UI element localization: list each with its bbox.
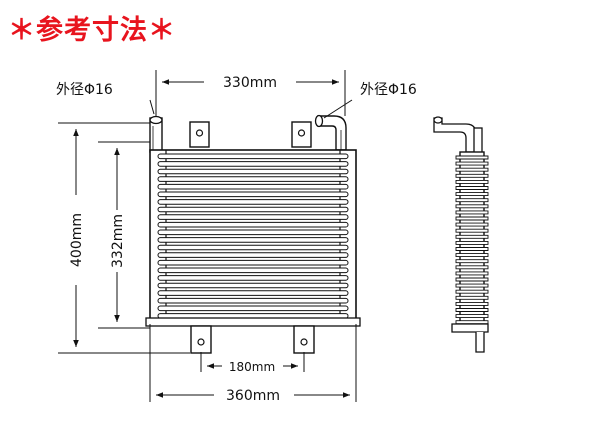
side-fin	[455, 216, 489, 221]
side-fin	[455, 247, 489, 251]
side-fin	[455, 295, 489, 300]
dimension-labels: 外径Φ16 外径Φ16 330mm 400mm 332mm 180mm 360m…	[56, 75, 417, 404]
side-fin	[455, 240, 489, 245]
side-fin	[455, 320, 489, 325]
side-fin	[455, 271, 489, 276]
top-mount-bracket-right	[291, 121, 312, 148]
side-fin	[455, 314, 489, 319]
side-fin	[455, 277, 489, 282]
core-tube	[157, 161, 349, 167]
outlet-pipe-right	[314, 114, 347, 151]
top-mount-bracket-left	[189, 121, 210, 148]
core-tube	[157, 153, 349, 160]
core-tube	[157, 229, 349, 236]
core-tube	[157, 183, 349, 190]
side-fin	[455, 289, 489, 294]
side-fin	[455, 155, 489, 160]
side-fin	[455, 228, 489, 233]
core-height-label: 332mm	[110, 214, 126, 268]
inlet-left-diameter-label: 外径Φ16	[56, 82, 113, 98]
side-fin	[455, 186, 489, 190]
core-tube	[157, 244, 349, 251]
side-fin	[455, 234, 489, 239]
side-fin	[455, 265, 489, 270]
side-fin	[455, 259, 489, 264]
side-fin	[455, 222, 489, 227]
core-tube	[157, 221, 349, 228]
overall-width-label: 360mm	[226, 388, 280, 404]
core-tube	[157, 176, 349, 182]
side-fin	[455, 253, 489, 258]
core-tube	[157, 267, 349, 274]
dimension-lines	[58, 70, 357, 402]
core-tube	[157, 214, 349, 220]
overall-height-label: 400mm	[69, 213, 85, 267]
core-tube	[157, 275, 349, 281]
front-view	[145, 114, 361, 354]
core-tube	[157, 305, 349, 312]
core-tube	[157, 168, 349, 175]
core-tube	[157, 282, 349, 289]
mount-spacing-label: 180mm	[229, 360, 275, 374]
side-fin	[455, 161, 489, 166]
side-fin	[455, 192, 489, 197]
side-view	[433, 116, 489, 353]
side-fin	[455, 198, 489, 203]
core-tube	[157, 290, 349, 296]
side-fin	[455, 204, 489, 209]
bottom-mount-bracket-left	[190, 325, 212, 354]
core-tube	[157, 191, 349, 198]
side-fin	[455, 173, 489, 178]
side-fin	[455, 301, 489, 306]
reference-dimensions-title: ＊参考寸法＊	[8, 15, 176, 46]
bottom-mount-bracket-right	[293, 325, 315, 354]
inlet-right-diameter-label: 外径Φ16	[360, 82, 417, 98]
cooler-core	[145, 149, 361, 327]
core-tube	[157, 259, 349, 266]
port-spacing-label: 330mm	[223, 75, 277, 91]
side-fin	[455, 179, 489, 184]
core-tube	[157, 252, 349, 258]
core-tube	[157, 297, 349, 304]
core-tube	[157, 206, 349, 213]
side-fin	[455, 167, 489, 172]
side-fin	[455, 308, 489, 312]
core-tube	[157, 237, 349, 243]
side-view-fins	[455, 155, 489, 325]
side-fin	[455, 283, 489, 288]
core-tubes	[157, 153, 349, 319]
core-tube	[157, 199, 349, 205]
inlet-pipe-left	[149, 115, 163, 153]
side-fin	[455, 210, 489, 215]
